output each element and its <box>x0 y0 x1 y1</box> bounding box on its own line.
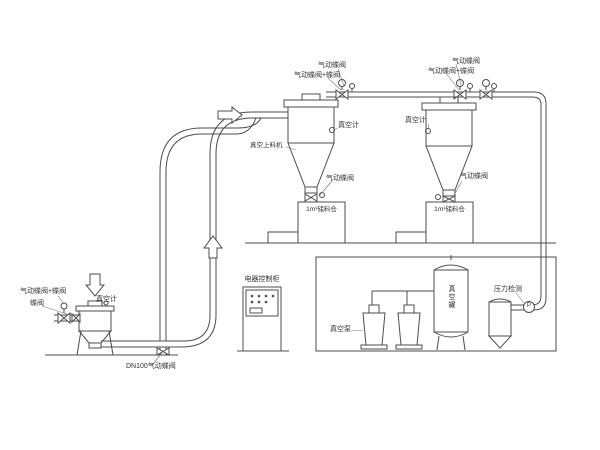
label-unit-a-top-valve-combo: 气动蝶阀+蝶阀 <box>294 72 341 79</box>
label-vacuum-tank: 真空罐 <box>448 285 456 309</box>
indicator-lights <box>250 294 275 304</box>
filter-separator <box>487 298 513 349</box>
label-control-cabinet: 电器控制柜 <box>244 276 280 283</box>
label-unit-a-feeder: 真空上料机 <box>250 142 283 149</box>
label-vacuum-pump: 真空泵 <box>330 326 351 333</box>
down-arrow-icon <box>84 273 106 297</box>
label-unit-a-vacuum-gauge: 真空计 <box>338 122 359 129</box>
label-bin-a: 1m³储料仓 <box>306 206 337 213</box>
label-gauge-letter: P <box>527 303 532 309</box>
label-feed-valve-combo: 气动蝶阀+蝶阀 <box>20 288 67 295</box>
label-unit-b-vacuum-gauge: 真空计 <box>405 117 426 124</box>
control-cabinet <box>237 286 289 352</box>
label-bin-b: 1m³储料仓 <box>434 206 465 213</box>
label-feed-vacuum-gauge: 真空计 <box>96 296 117 303</box>
label-feed-valve: 蝶阀 <box>30 300 44 307</box>
label-unit-a-top-valve: 气动蝶阀 <box>318 62 346 69</box>
top-valve-cluster-b <box>453 79 473 100</box>
feed-inlet-valves <box>54 302 81 325</box>
dn100-butterfly-valve <box>156 347 170 356</box>
label-unit-b-top-valve-combo: 气动蝶阀+蝶阀 <box>428 68 475 75</box>
right-arrow-icon <box>217 105 243 125</box>
feed-vacuum-gauge-icon <box>103 300 109 306</box>
vacuum-pump-2 <box>395 304 423 350</box>
vacuum-pipe <box>326 91 547 311</box>
discharge-valve-a <box>304 192 325 202</box>
vacuum-gauge-b-icon <box>425 128 431 134</box>
up-arrow-icon <box>203 235 223 259</box>
vacuum-tank <box>433 255 469 351</box>
leader-lines <box>41 63 525 366</box>
top-valve-cluster-right <box>479 79 497 100</box>
label-unit-a-discharge-valve: 气动蝶阀 <box>326 175 354 182</box>
pump-room <box>315 255 557 352</box>
discharge-valve-b <box>435 194 456 203</box>
label-pressure-detect: 压力检测 <box>494 286 522 293</box>
receiver-a <box>283 93 339 202</box>
pressure-gauge-icon <box>523 301 535 313</box>
flow-arrows <box>84 105 243 297</box>
top-valve-cluster-a <box>335 79 355 100</box>
label-dn100-valve: DN100气动蝶阀 <box>126 363 176 370</box>
label-unit-b-top-valve: 气动蝶阀 <box>452 58 480 65</box>
vacuum-pump-1 <box>360 304 388 350</box>
receiver-b <box>421 96 477 203</box>
label-unit-b-discharge-valve: 气动蝶阀 <box>460 173 488 180</box>
